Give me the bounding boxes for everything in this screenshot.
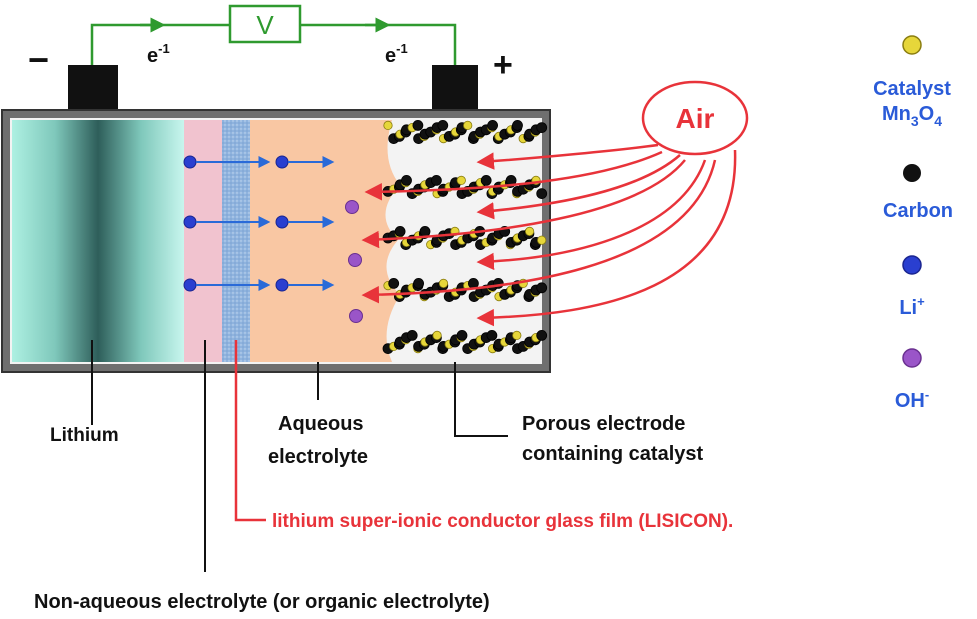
carbon-particle: [430, 174, 442, 186]
carbon-particle: [536, 188, 548, 200]
external-circuit: V e-1 e-1 − +: [28, 4, 513, 84]
catalyst-particle: [456, 175, 466, 185]
electrode-layer: [382, 329, 548, 355]
carbon-particle: [486, 329, 498, 341]
legend: Catalyst Mn3O4 Carbon Li+ OH-: [873, 35, 953, 412]
oh-ion: [348, 253, 362, 267]
non-aqueous-label: Non-aqueous electrolyte (or organic elec…: [34, 591, 490, 613]
electron-right-label: e-1: [385, 41, 408, 67]
lithium-anode: [12, 120, 184, 362]
catalyst-particle: [463, 120, 473, 131]
aqueous-label-line2: electrolyte: [268, 446, 368, 468]
li-ion: [183, 155, 197, 169]
li-ion-flow: [183, 155, 335, 292]
lisicon-label: lithium super-ionic conductor glass film…: [272, 511, 733, 532]
li-ion: [275, 215, 289, 229]
leader-lines: [91, 340, 508, 572]
carbon-particle: [512, 120, 523, 131]
air-label: Air: [676, 103, 715, 134]
catalyst-particle: [524, 226, 535, 236]
lisicon-leader-line: [234, 340, 266, 522]
catalyst-particle: [537, 235, 547, 245]
carbon-particle: [536, 282, 548, 294]
carbon-particle: [413, 277, 425, 289]
carbon-particle: [388, 277, 400, 289]
carbon-particle: [394, 225, 406, 237]
catalyst-particle: [383, 120, 393, 131]
electron-left-label: e-1: [147, 41, 170, 67]
carbon-particle: [412, 120, 424, 131]
voltmeter-box: [228, 4, 302, 44]
carbon-legend-marker: [903, 164, 921, 182]
voltmeter-label: V: [256, 10, 274, 40]
lithium-label: Lithium: [50, 425, 119, 446]
legend-catalyst-formula: Mn3O4: [882, 103, 942, 129]
carbon-particle: [480, 174, 492, 186]
negative-terminal-sign: −: [28, 39, 49, 80]
air-flow: Air: [361, 80, 749, 327]
lisicon-film: [222, 120, 250, 362]
legend-catalyst-line1: Catalyst: [873, 78, 951, 100]
legend-carbon: Carbon: [883, 200, 953, 222]
oh-legend-marker: [902, 348, 922, 368]
legend-li: Li+: [899, 294, 925, 319]
positive-terminal-sign: +: [493, 46, 513, 84]
li-ion: [275, 155, 289, 169]
carbon-particle: [401, 174, 412, 186]
positive-terminal: [432, 65, 478, 110]
catalyst-legend-marker: [902, 35, 922, 55]
carbon-particle: [456, 329, 468, 341]
carbon-particle: [536, 329, 548, 341]
catalyst-particle: [512, 330, 522, 340]
carbon-particle: [419, 225, 431, 237]
li-ion: [183, 278, 197, 292]
carbon-particle: [437, 120, 449, 131]
li-legend-marker: [902, 255, 922, 275]
porous-label-line2: containing catalyst: [522, 443, 703, 465]
air-bubble: [641, 80, 749, 156]
li-ion: [275, 278, 289, 292]
li-ion: [183, 215, 197, 229]
aqueous-electrolyte-region: [250, 120, 400, 362]
electrode-layer: [383, 120, 548, 145]
oh-ion: [345, 200, 359, 214]
aqueous-label-line1: Aqueous: [278, 413, 364, 435]
porous-label-line1: Porous electrode: [522, 413, 685, 435]
carbon-particle: [406, 329, 418, 341]
carbon-particle: [536, 122, 548, 133]
negative-terminal: [68, 65, 118, 110]
catalyst-particle: [438, 278, 449, 288]
oh-ion: [349, 309, 363, 323]
legend-oh: OH-: [895, 387, 929, 412]
carbon-particle: [487, 120, 499, 131]
catalyst-particle: [432, 330, 442, 340]
